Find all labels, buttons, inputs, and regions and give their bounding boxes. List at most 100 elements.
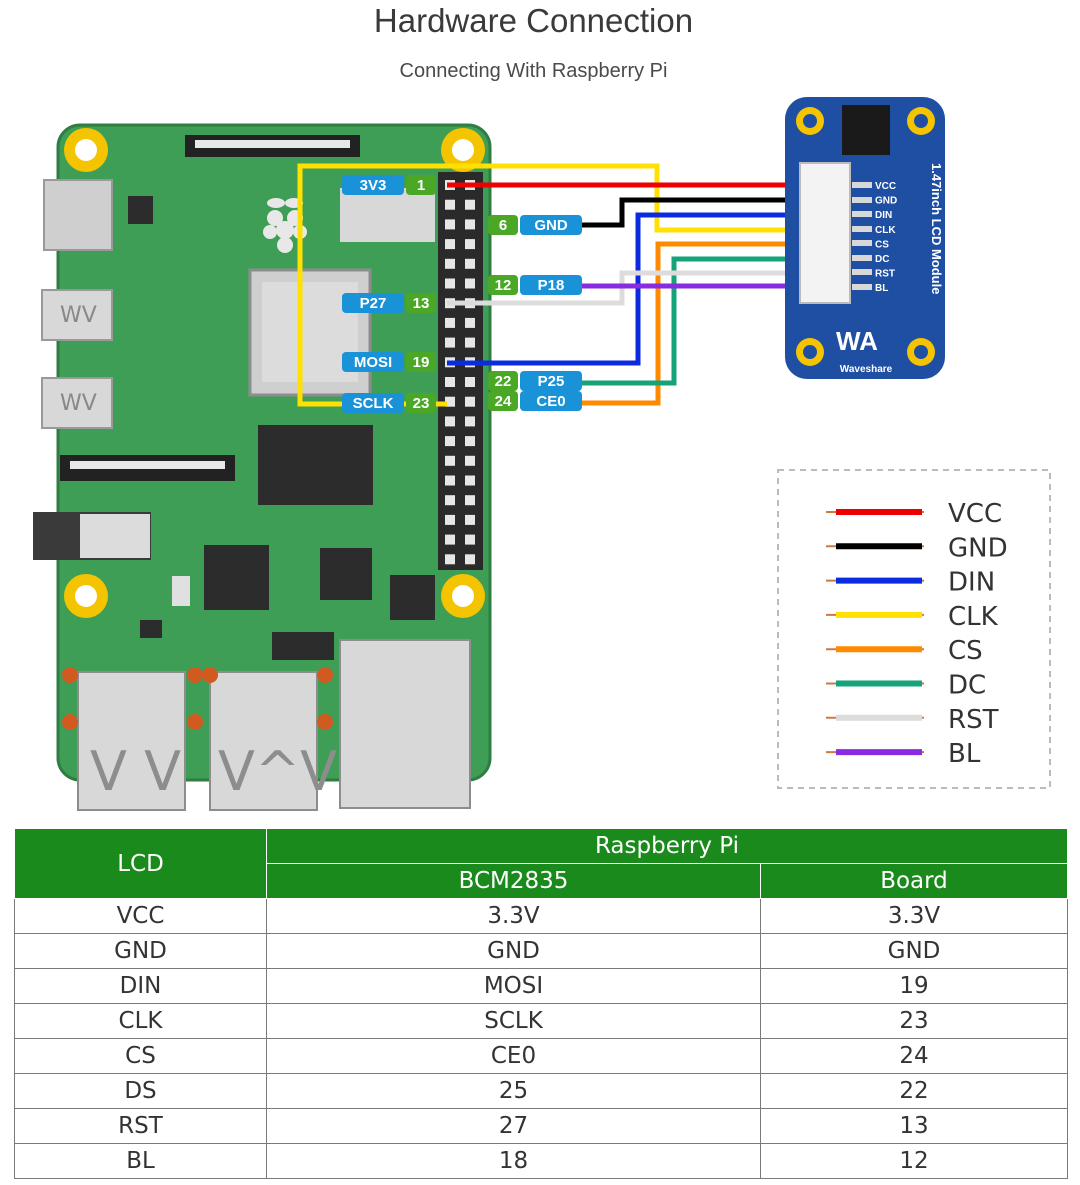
module-pin-label: CS bbox=[875, 239, 889, 250]
svg-text:P18: P18 bbox=[538, 277, 565, 294]
mounting-hole bbox=[64, 574, 108, 618]
legend-label: BL bbox=[948, 739, 981, 769]
pin-label-mosi: MOSI 19 bbox=[342, 352, 436, 372]
gpio-pin bbox=[445, 317, 455, 328]
svg-text:MOSI: MOSI bbox=[354, 354, 392, 371]
legend-item: GND bbox=[826, 533, 1008, 563]
svg-text:WA: WA bbox=[836, 326, 878, 356]
gpio-header bbox=[438, 172, 483, 570]
legend-item: CS bbox=[826, 636, 983, 666]
module-pin-label: RST bbox=[875, 269, 895, 280]
gpio-pin bbox=[445, 534, 455, 545]
gpio-pin bbox=[445, 455, 455, 466]
module-pin-label: VCC bbox=[875, 181, 896, 192]
legend-label: DIN bbox=[948, 568, 995, 598]
ram-chip bbox=[258, 425, 373, 505]
svg-text:GND: GND bbox=[534, 217, 568, 234]
gpio-pin bbox=[445, 239, 455, 250]
svg-text:WV: WV bbox=[60, 391, 97, 416]
page-subtitle: Connecting With Raspberry Pi bbox=[399, 60, 668, 82]
svg-text:12: 12 bbox=[495, 277, 512, 294]
pin-label-p18: 12 P18 bbox=[488, 275, 582, 295]
svg-text:SCLK: SCLK bbox=[353, 395, 394, 412]
legend-item: DC bbox=[826, 671, 986, 701]
hdmi-port bbox=[41, 289, 113, 341]
svg-text:V V: V V bbox=[90, 740, 181, 803]
legend-label: CS bbox=[948, 636, 983, 666]
wiring-diagram: WV WV V V V^V bbox=[33, 97, 1051, 811]
svg-text:24: 24 bbox=[495, 393, 512, 410]
gpio-pin bbox=[465, 475, 475, 486]
ethernet-port bbox=[339, 639, 471, 809]
legend-label: GND bbox=[948, 533, 1008, 563]
legend-item: DIN bbox=[826, 568, 995, 598]
mounting-hole bbox=[907, 338, 935, 366]
legend-item: CLK bbox=[826, 602, 999, 632]
wire-dc bbox=[582, 256, 805, 386]
svg-text:6: 6 bbox=[499, 217, 507, 234]
svg-text:13: 13 bbox=[413, 295, 430, 312]
legend-item: BL bbox=[826, 739, 981, 769]
gpio-pin bbox=[465, 514, 475, 525]
svg-text:CE0: CE0 bbox=[536, 393, 565, 410]
wire-cs bbox=[582, 241, 805, 406]
gpio-pin bbox=[465, 258, 475, 269]
gpio-pin bbox=[445, 396, 455, 407]
usb-port: V V bbox=[77, 671, 186, 811]
gpio-pin bbox=[465, 396, 475, 407]
gpio-pin bbox=[445, 219, 455, 230]
hdmi-port bbox=[41, 377, 113, 429]
svg-text:WV: WV bbox=[60, 303, 97, 328]
svg-text:23: 23 bbox=[413, 395, 430, 412]
pin-label-sclk: SCLK 23 bbox=[342, 393, 436, 413]
gpio-pin bbox=[445, 436, 455, 447]
mounting-hole bbox=[441, 574, 485, 618]
svg-text:P27: P27 bbox=[360, 295, 387, 312]
gpio-pin bbox=[465, 278, 475, 289]
mounting-hole bbox=[796, 338, 824, 366]
svg-text:V^V: V^V bbox=[218, 740, 337, 803]
svg-text:19: 19 bbox=[413, 354, 430, 371]
module-title: 1.47inch LCD Module bbox=[929, 163, 944, 294]
pin-label-ce0: 24 CE0 bbox=[488, 391, 582, 411]
module-pin-label: DC bbox=[875, 254, 889, 265]
gpio-pin bbox=[445, 377, 455, 387]
legend-label: CLK bbox=[948, 602, 999, 632]
pin-label-3v3: 3V3 1 bbox=[342, 175, 436, 195]
module-brand: Waveshare bbox=[840, 364, 893, 375]
table-header-lcd: LCD bbox=[14, 828, 267, 899]
mounting-hole bbox=[907, 107, 935, 135]
table-header-bcm: BCM2835 bbox=[266, 863, 761, 899]
gpio-pin bbox=[465, 534, 475, 545]
module-connector bbox=[799, 162, 851, 304]
legend-label: DC bbox=[948, 671, 986, 701]
mounting-hole bbox=[64, 128, 108, 172]
legend-label: RST bbox=[948, 705, 999, 735]
gpio-pin bbox=[465, 416, 475, 427]
module-pin-label: DIN bbox=[875, 210, 892, 221]
table-header-raspberry-pi: Raspberry Pi bbox=[266, 828, 1068, 864]
pin-label-p27: P27 13 bbox=[342, 293, 436, 313]
legend-item: VCC bbox=[826, 499, 1002, 529]
wire-legend: VCC GND DIN CLK CS DC RST BL bbox=[777, 469, 1051, 789]
pin-label-gnd: 6 GND bbox=[488, 215, 582, 235]
raspberry-pi-board: WV WV V V V^V bbox=[33, 123, 492, 811]
gpio-pin bbox=[445, 258, 455, 269]
usb-c-port bbox=[43, 179, 113, 251]
gpio-pin bbox=[465, 239, 475, 250]
wire-clk bbox=[297, 163, 805, 407]
gpio-pin bbox=[445, 416, 455, 427]
gpio-pin bbox=[445, 514, 455, 525]
gpio-pin bbox=[445, 475, 455, 486]
module-pin-label: GND bbox=[875, 196, 897, 207]
legend-item: RST bbox=[826, 705, 999, 735]
svg-text:3V3: 3V3 bbox=[360, 177, 387, 194]
